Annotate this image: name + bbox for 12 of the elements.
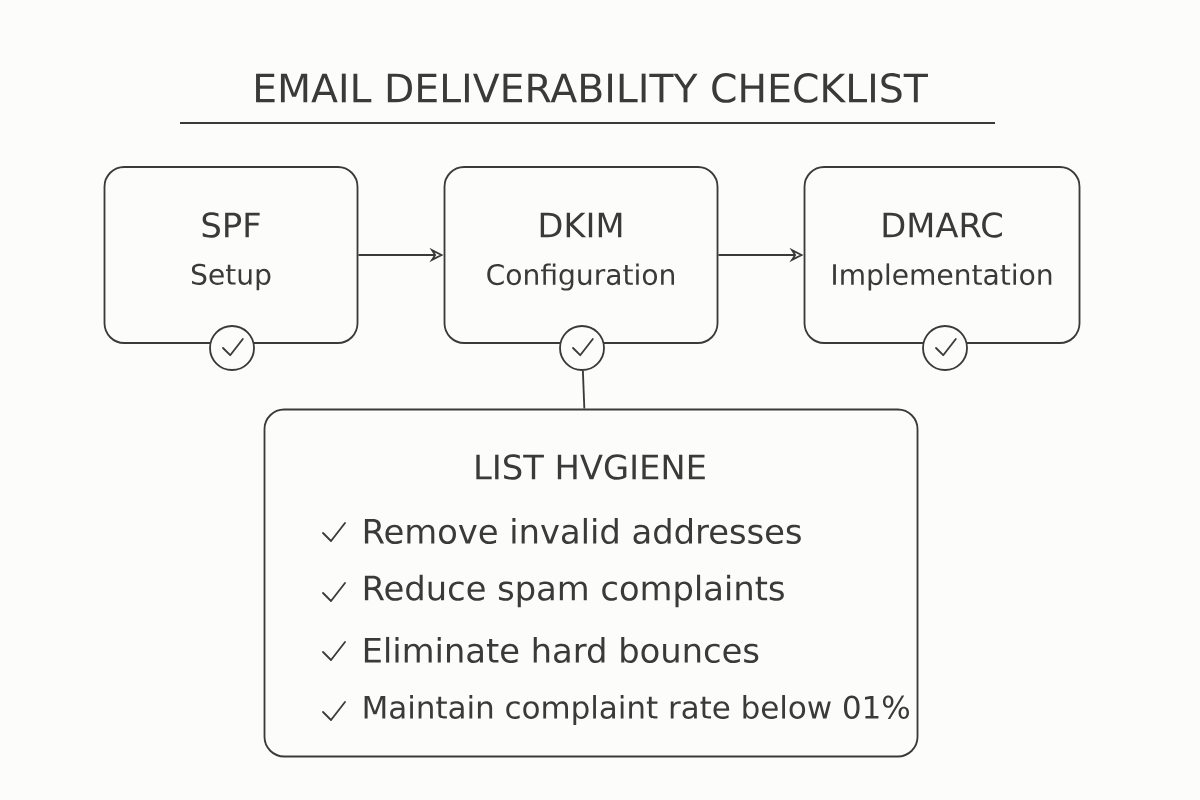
title: EMAIL DELIVERABILITY CHECKLIST [256,73,928,103]
check-circle [559,325,605,371]
checklist-item: Remove invalid addresses [364,517,801,545]
process-box: DKIM Configuration [443,166,719,344]
process-box: DMARC Implementation [803,166,1081,344]
checklist-item: Maintain complaint rate below 01% [364,695,909,725]
process-box: SPF Setup [103,166,359,344]
heading: LIST HVGIENE [476,454,705,480]
checklist-item: Reduce spam complaints [364,574,784,608]
check-circle [922,325,968,371]
checklist-item: Eliminate hard bounces [364,636,759,664]
check-circle [209,325,255,371]
